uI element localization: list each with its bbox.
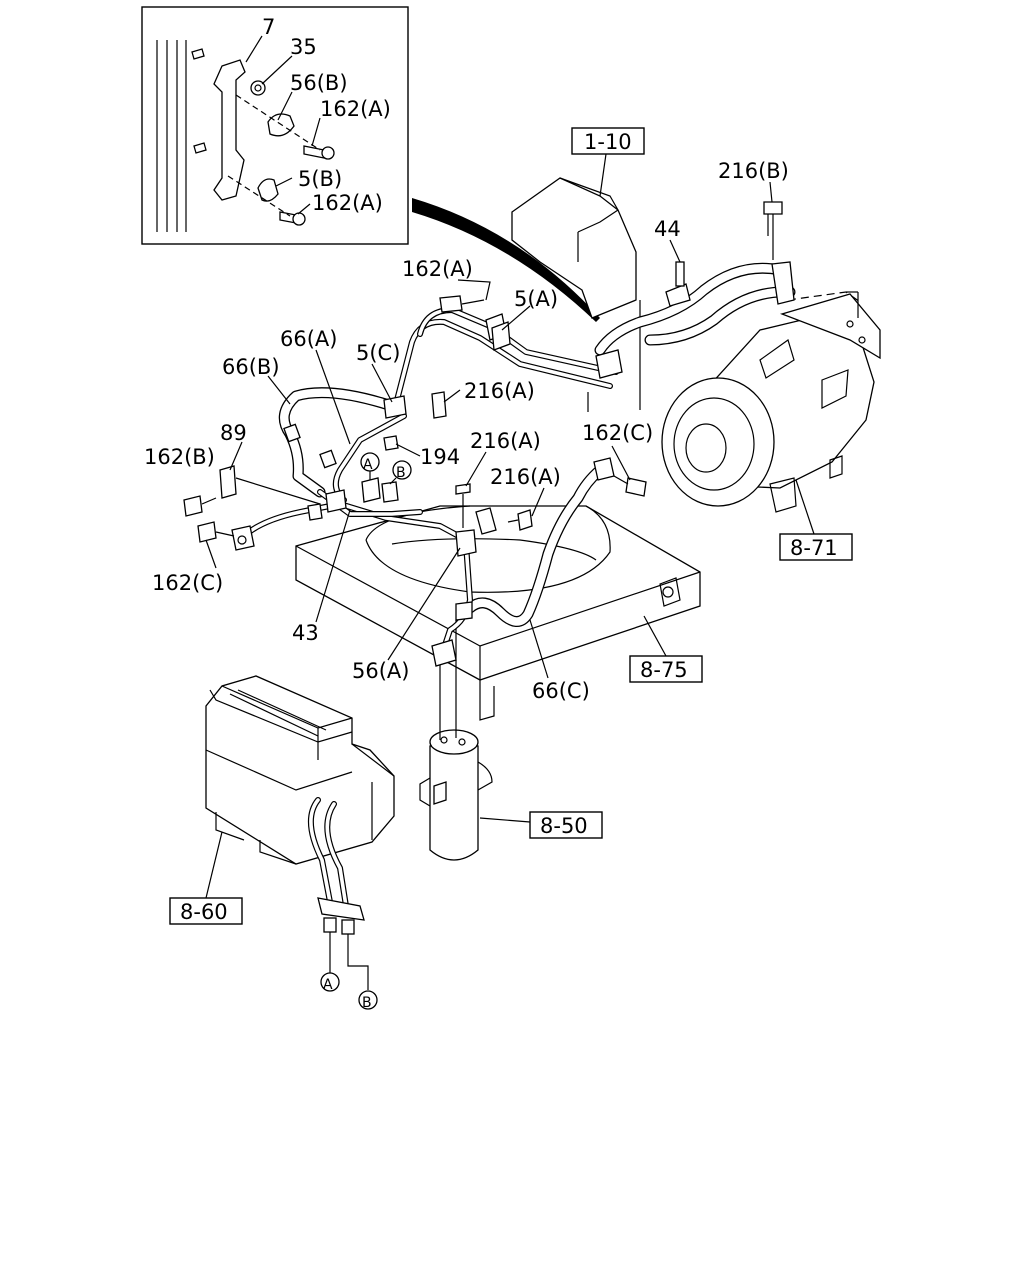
callout-162c-right: 162(C) [582, 421, 653, 445]
callout-162a-inset-bottom: 162(A) [312, 191, 383, 215]
callout-56a: 56(A) [352, 659, 409, 683]
bracket-89 [219, 465, 237, 499]
connector-b-top [392, 460, 412, 480]
nut-194 [383, 435, 399, 451]
callout-216a-2: 216(A) [470, 429, 541, 453]
callout-leaders [205, 181, 773, 679]
bolt-162c-left [197, 521, 217, 543]
connector-a-bottom [320, 972, 340, 992]
bracket-7-shape [213, 59, 246, 201]
pipe-43 [231, 489, 469, 551]
bolt-216a-1 [431, 391, 447, 419]
callout-5b: 5(B) [298, 167, 342, 191]
callout-162c-left: 162(C) [152, 571, 223, 595]
callout-66a: 66(A) [280, 327, 337, 351]
callout-66b: 66(B) [222, 355, 280, 379]
connector-a-fitting [361, 477, 381, 503]
ref-box-1-10 [571, 127, 645, 155]
connector-b-bottom [358, 990, 378, 1010]
hose-44 [594, 261, 796, 356]
bolt-162b [183, 495, 203, 517]
bolt-162c-right [625, 477, 647, 497]
pipe-main-run [393, 307, 623, 407]
callout-216b: 216(B) [718, 159, 789, 183]
clamp-5c [383, 395, 407, 419]
compressor [661, 291, 881, 513]
ref-8-71: 8-71 [790, 536, 838, 560]
bolt-216a-3 [517, 509, 533, 531]
hose-66c [464, 457, 615, 627]
inset-pointer-arrow [412, 198, 600, 322]
callout-7: 7 [262, 15, 275, 39]
callout-56b: 56(B) [290, 71, 348, 95]
receiver-drier [419, 620, 493, 861]
connector-a-bottom-label: A [323, 977, 333, 993]
callout-216a-1: 216(A) [464, 379, 535, 403]
connector-b-fitting [381, 481, 399, 503]
callout-5a: 5(A) [514, 287, 558, 311]
callout-194: 194 [420, 445, 460, 469]
bolt-216a-2 [455, 483, 471, 495]
ref-box-8-71 [779, 533, 853, 561]
evaporator-fitting [317, 897, 365, 921]
bolt-162a [439, 295, 463, 313]
ref-box-8-75 [629, 655, 703, 683]
ref-1-10: 1-10 [584, 130, 632, 154]
callout-44: 44 [654, 217, 681, 241]
bolt-216b [763, 201, 783, 215]
callout-216a-3: 216(A) [490, 465, 561, 489]
hose-66a-66b [278, 387, 407, 503]
callout-5c: 5(C) [356, 341, 400, 365]
clamp-5b [257, 178, 279, 202]
callout-43: 43 [292, 621, 319, 645]
clamp-5a [491, 321, 511, 351]
callout-162a: 162(A) [402, 257, 473, 281]
callout-162a-inset-top: 162(A) [320, 97, 391, 121]
connector-b-bottom-label: B [362, 995, 372, 1011]
ref-8-50: 8-50 [540, 814, 588, 838]
inset-detail-view: 7 35 56(B) 162(A) 5(B) 162(A) [141, 6, 409, 245]
nut-35 [250, 80, 266, 96]
callout-35: 35 [290, 35, 317, 59]
ref-box-8-50 [529, 811, 603, 839]
ref-8-75: 8-75 [640, 658, 688, 682]
callout-162b: 162(B) [144, 445, 215, 469]
callout-89: 89 [220, 421, 247, 445]
ref-8-60: 8-60 [180, 900, 228, 924]
connector-a-top-label: A [363, 457, 373, 473]
callout-66c: 66(C) [532, 679, 590, 703]
connector-b-top-label: B [396, 465, 406, 481]
clamp-56a-assembly [431, 507, 497, 667]
evaporator-unit [205, 675, 395, 865]
